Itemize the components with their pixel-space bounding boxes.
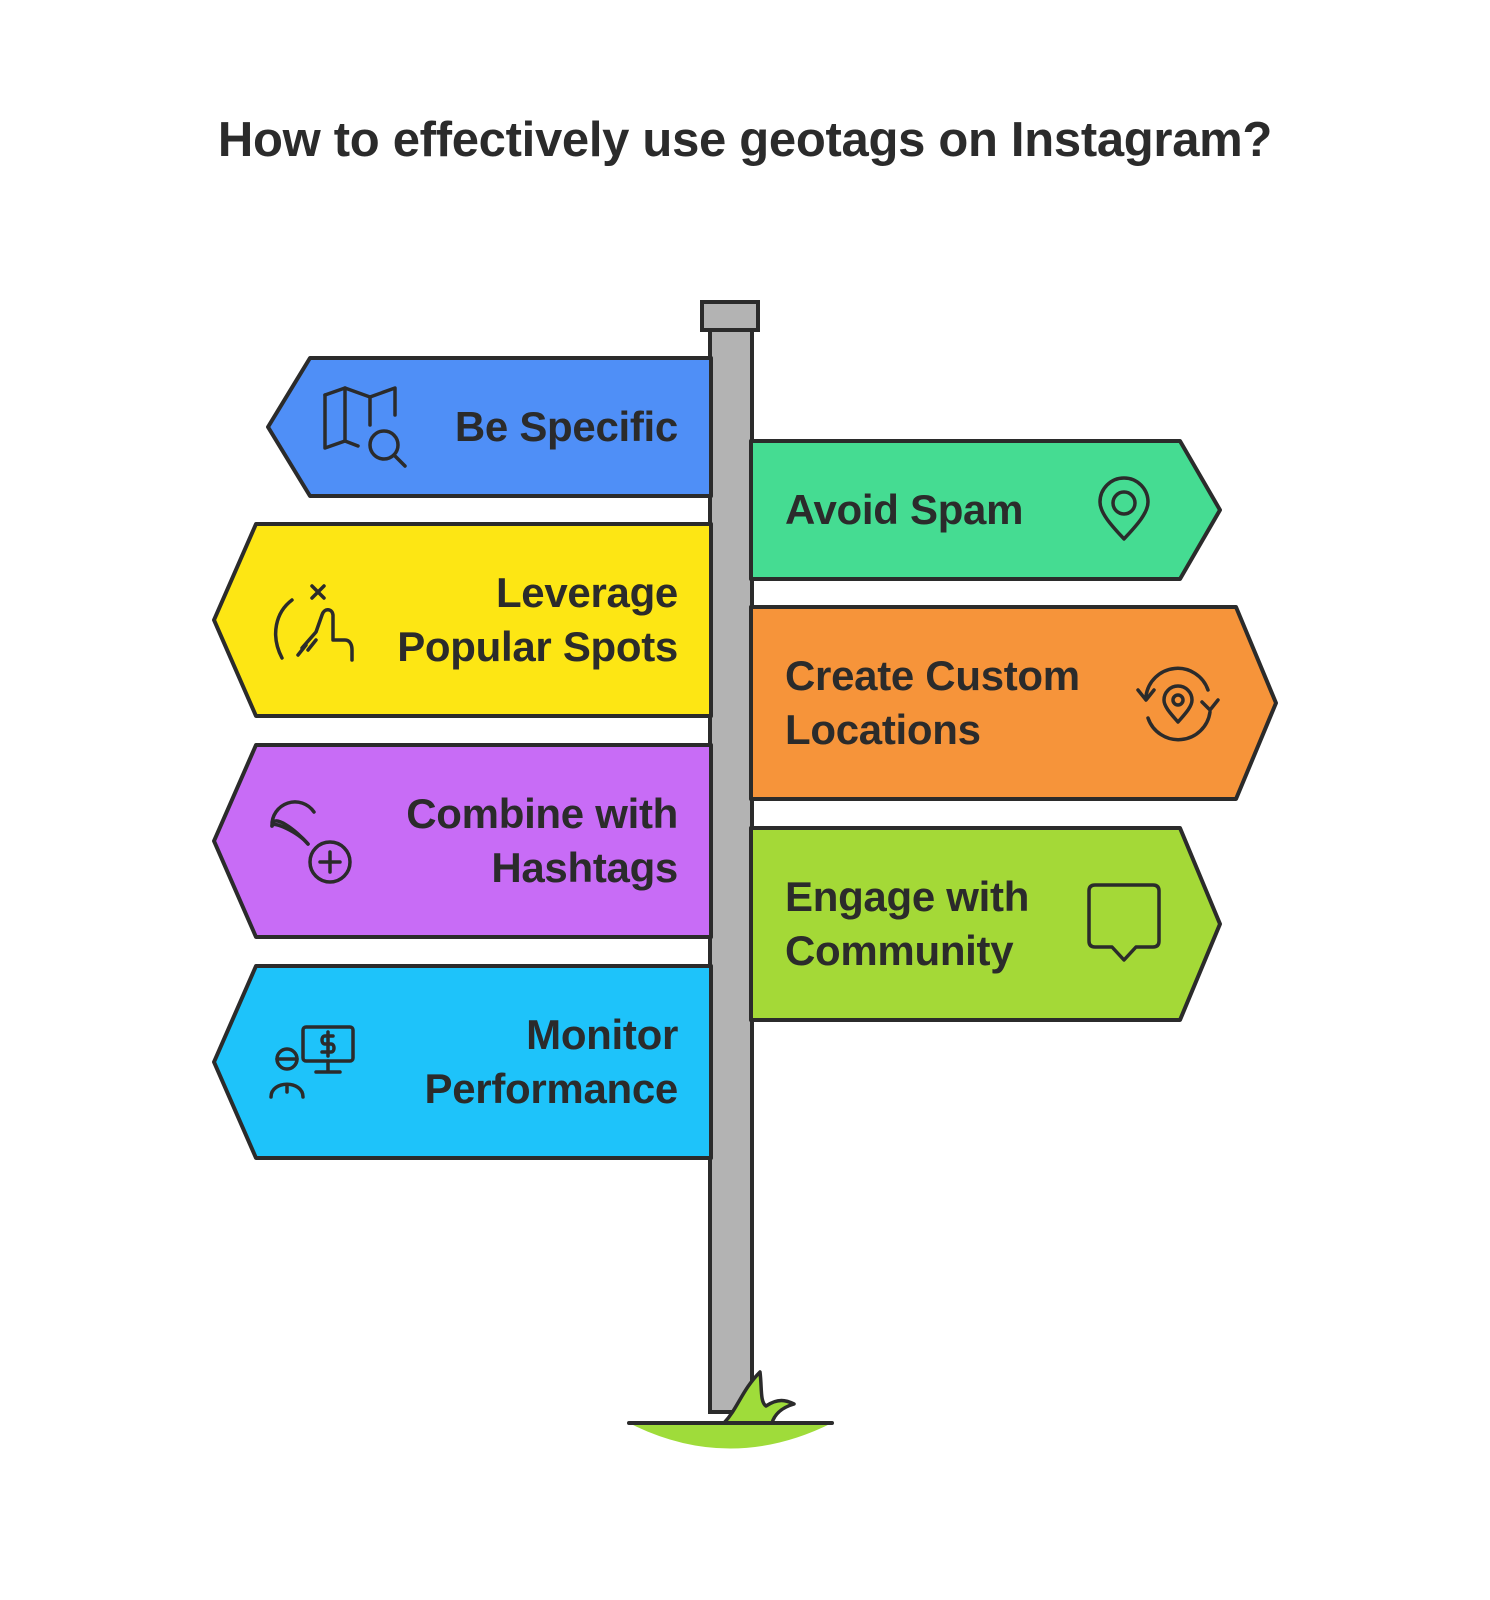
map-search-icon xyxy=(323,386,407,468)
location-add-icon xyxy=(270,800,352,884)
grass-mound xyxy=(629,1423,832,1449)
sign-monitor-performance-board xyxy=(212,964,713,1160)
user-monitor-icon xyxy=(269,1025,355,1099)
location-pin-icon xyxy=(1098,476,1150,541)
sign-leverage-popular-spots xyxy=(212,522,713,718)
sign-label-line: Monitor xyxy=(526,1011,678,1058)
sign-label-create-custom-locations: Create Custom Locations xyxy=(785,649,1080,757)
sign-combine-with-hashtags-board xyxy=(212,743,713,939)
sign-avoid-spam-board xyxy=(749,439,1222,581)
grass-tuft xyxy=(722,1370,796,1425)
sign-leverage-popular-spots-board xyxy=(212,522,713,718)
sign-label-combine-with-hashtags: Combine with Hashtags xyxy=(406,787,678,895)
page-title: How to effectively use geotags on Instag… xyxy=(217,113,1273,167)
speech-bubble-icon xyxy=(1087,883,1161,962)
sign-label-line: Combine with xyxy=(406,790,678,837)
sign-label-line: Popular Spots xyxy=(397,623,678,670)
pole-cap xyxy=(700,300,760,332)
sign-label-line: Create Custom xyxy=(785,652,1080,699)
sign-be-specific xyxy=(266,356,713,498)
sign-create-custom-locations xyxy=(749,605,1278,801)
sign-label-avoid-spam: Avoid Spam xyxy=(785,483,1023,537)
sign-label-line: Locations xyxy=(785,706,981,753)
sign-label-line: Hashtags xyxy=(491,844,678,891)
pole xyxy=(708,320,754,1414)
sign-create-custom-locations-board xyxy=(749,605,1278,801)
sign-label-engage-with-community: Engage with Community xyxy=(785,870,1029,978)
sign-engage-with-community-board xyxy=(749,826,1222,1022)
hand-pointer-icon xyxy=(273,584,354,662)
sign-label-monitor-performance: Monitor Performance xyxy=(424,1008,679,1116)
sign-label-line: Engage with xyxy=(785,873,1030,920)
sign-label-leverage-popular-spots: Leverage Popular Spots xyxy=(397,566,678,674)
sign-label-line: Avoid Spam xyxy=(785,486,1024,533)
sign-monitor-performance xyxy=(212,964,713,1160)
sign-combine-with-hashtags xyxy=(212,743,713,939)
sign-label-line: Be Specific xyxy=(454,403,678,450)
location-refresh-icon xyxy=(1136,666,1220,742)
grass xyxy=(627,1370,834,1449)
sign-avoid-spam xyxy=(749,439,1222,581)
sign-label-line: Performance xyxy=(424,1065,679,1112)
sign-label-line: Leverage xyxy=(495,569,678,616)
sign-label-line: Community xyxy=(785,927,1014,974)
sign-label-be-specific: Be Specific xyxy=(455,400,678,454)
sign-engage-with-community xyxy=(749,826,1222,1022)
